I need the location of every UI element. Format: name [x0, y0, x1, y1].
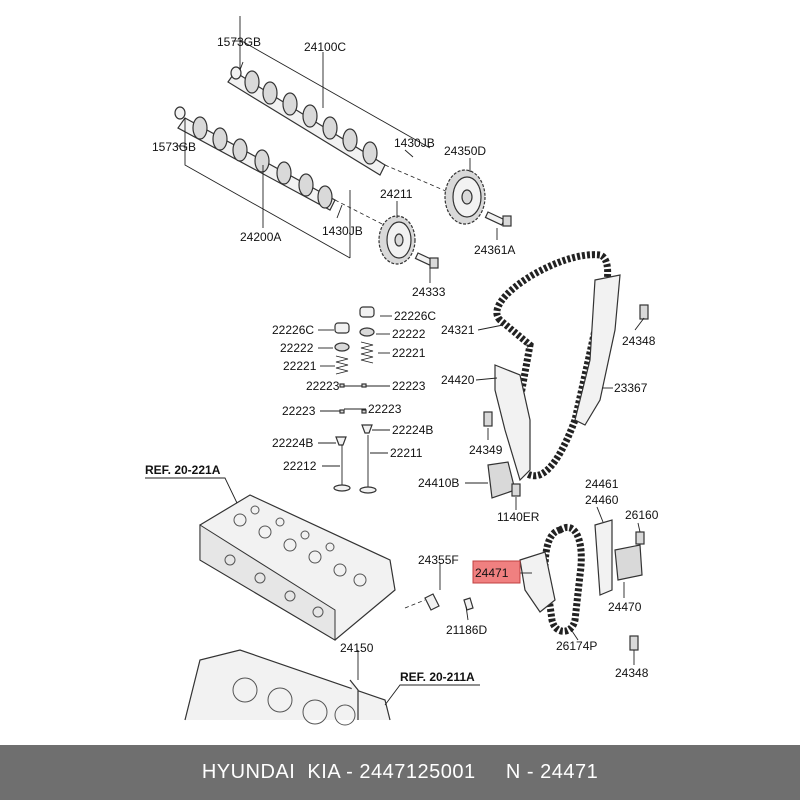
label-1430jb-bot: 1430JB: [322, 224, 363, 238]
cylinder-head: [199, 494, 396, 641]
oil-pump-chain-guide: [519, 551, 556, 613]
label-22222-right: 22222: [392, 327, 426, 341]
chain-tensioner: [487, 461, 516, 499]
label-24420: 24420: [441, 373, 475, 387]
label-22223-a: 22223: [306, 379, 340, 393]
label-24355f: 24355F: [418, 553, 459, 567]
label-26160: 26160: [625, 508, 659, 522]
oil-pump-tensioner: [614, 544, 643, 581]
label-24361a: 24361A: [474, 243, 515, 257]
label-22221-left: 22221: [283, 359, 317, 373]
label-1140er: 1140ER: [497, 510, 540, 524]
exhaust-camshaft: [174, 106, 336, 211]
part-number-footer: HYUNDAI KIA - 2447125001 N - 24471: [0, 745, 800, 800]
label-22212: 22212: [283, 459, 317, 473]
label-24350d: 24350D: [444, 144, 486, 158]
exhaust-cam-sprocket: [378, 215, 416, 265]
ref-engine-block: REF. 20-211A: [400, 670, 475, 684]
footer-caption: HYUNDAI KIA - 2447125001 N - 24471: [201, 761, 599, 783]
ref-cylinder-head: REF. 20-221A: [145, 463, 221, 477]
intake-camshaft: [227, 66, 386, 176]
label-22221-right: 22221: [392, 346, 426, 360]
label-22222-left: 22222: [280, 341, 314, 355]
label-22223-d: 22223: [368, 402, 402, 416]
label-26174p: 26174P: [556, 639, 597, 653]
parts-diagram: 1573GB 24100C 1430JB 24350D 1573GB 24211…: [145, 16, 659, 726]
intake-cam-sprocket: [444, 169, 486, 225]
label-22226c-left: 22226C: [272, 323, 314, 337]
oil-switch: [424, 593, 440, 611]
highlight-box: [472, 560, 521, 584]
label-22211: 22211: [390, 446, 423, 460]
label-24471: 24471: [475, 566, 509, 580]
label-24211: 24211: [380, 187, 413, 201]
dowel-pin: [463, 597, 474, 611]
label-24470: 24470: [608, 600, 642, 614]
label-24410b: 24410B: [418, 476, 459, 490]
oil-pump-tensioner-arm: [594, 519, 613, 596]
label-24100c: 24100C: [304, 40, 346, 54]
label-24348-bot: 24348: [615, 666, 649, 680]
label-24321: 24321: [441, 323, 475, 337]
label-24460: 24460: [585, 493, 619, 507]
label-22224b-left: 22224B: [272, 436, 313, 450]
callout-labels: 1573GB 24100C 1430JB 24350D 1573GB 24211…: [145, 35, 659, 684]
leader-lines: [145, 40, 645, 706]
dipstick-guide: [349, 679, 359, 720]
label-24461: 24461: [585, 477, 619, 491]
label-1430jb-top: 1430JB: [394, 136, 435, 150]
chain-guide: [574, 274, 621, 426]
label-24150: 24150: [340, 641, 374, 655]
label-22223-b: 22223: [392, 379, 426, 393]
valve-train: [333, 306, 377, 494]
oil-pump-chain: [541, 524, 585, 635]
label-22226c-right: 22226C: [394, 309, 436, 323]
label-24349: 24349: [469, 443, 503, 457]
label-24348-top: 24348: [622, 334, 656, 348]
label-23367: 23367: [614, 381, 648, 395]
label-1573gb-top: 1573GB: [217, 35, 261, 49]
label-1573gb-mid: 1573GB: [152, 140, 196, 154]
label-21186d: 21186D: [446, 623, 487, 637]
exhaust-sprocket-bolt: [414, 252, 439, 269]
intake-sprocket-bolt: [484, 211, 512, 227]
label-24333: 24333: [412, 285, 446, 299]
label-22223-c: 22223: [282, 404, 316, 418]
engine-block: [184, 649, 391, 726]
label-24200a: 24200A: [240, 230, 281, 244]
label-22224b-right: 22224B: [392, 423, 433, 437]
tensioner-arm: [494, 364, 531, 482]
